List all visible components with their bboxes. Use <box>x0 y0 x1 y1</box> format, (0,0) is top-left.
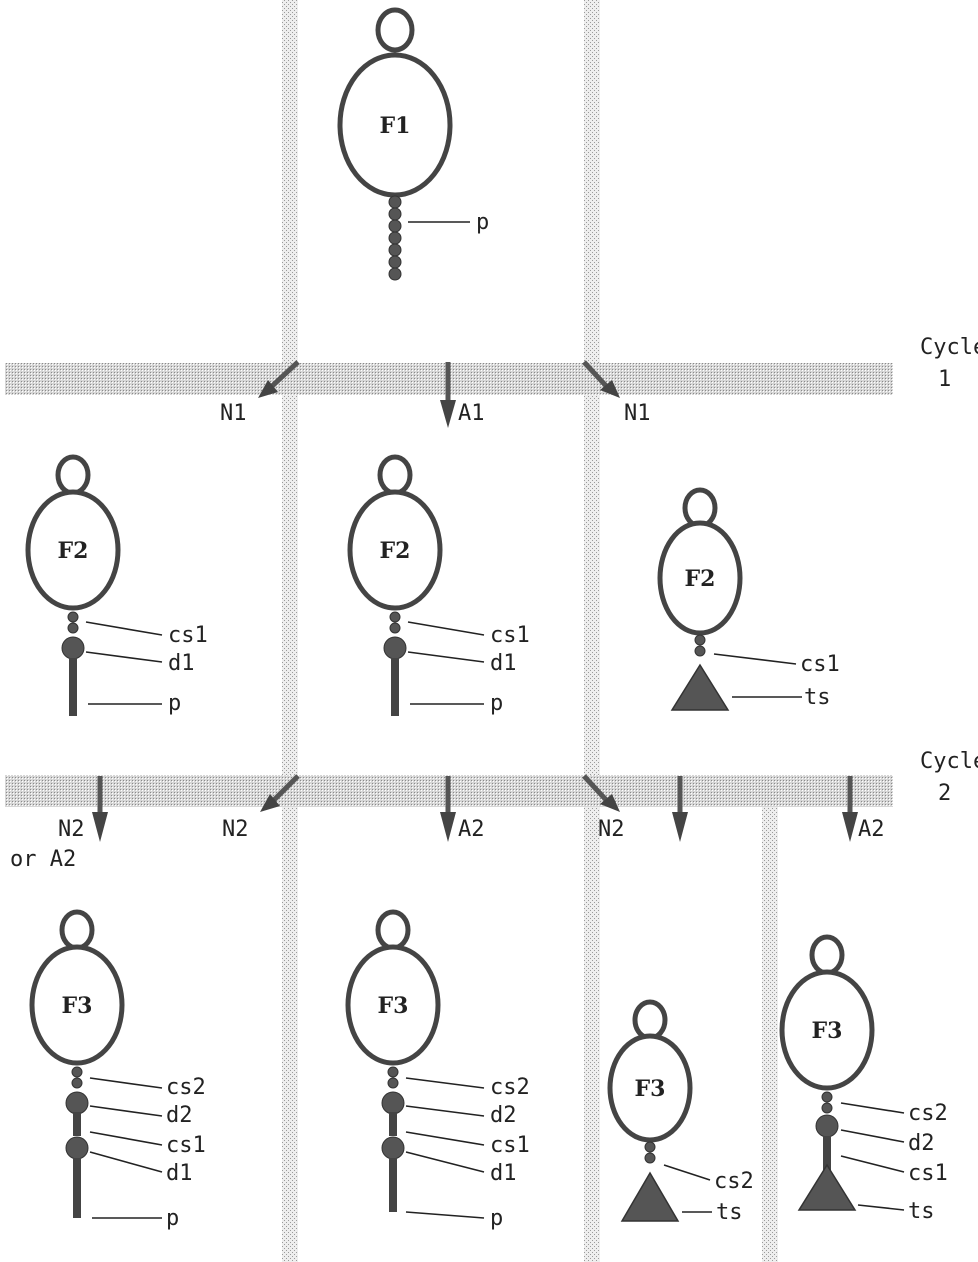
arrow-label-n1-left: N1 <box>220 401 247 426</box>
figure-f3-right-inner: F3 cs2 ts <box>607 999 754 1225</box>
f2-right-label-cs1: cs1 <box>800 652 840 677</box>
f3-left-label-cs2: cs2 <box>166 1075 206 1100</box>
f2-middle-label-d1: d1 <box>490 651 517 676</box>
f2-middle-label-cs1: cs1 <box>490 623 530 648</box>
figure-f2-left: F2 cs1 d1 p <box>25 454 208 716</box>
f1-bead-chain <box>388 195 402 281</box>
f2-left-name: F2 <box>58 538 89 564</box>
f3-left-label-cs1: cs1 <box>166 1133 206 1158</box>
figure-f3-middle: F3 cs2 d2 cs1 d1 p <box>345 909 530 1231</box>
figure-f3-far-right: F3 cs2 d2 cs1 ts <box>779 934 948 1224</box>
arrow-label-or-a2: or A2 <box>10 847 76 872</box>
f3-right-inner-name: F3 <box>635 1076 666 1102</box>
f3-right-inner-label-ts: ts <box>716 1200 743 1225</box>
figure-f2-right: F2 cs1 ts <box>657 487 840 711</box>
f3-middle-label-cs1: cs1 <box>490 1133 530 1158</box>
f3-left-name: F3 <box>62 993 93 1019</box>
f3-middle-label-d2: d2 <box>490 1103 517 1128</box>
f2-left-label-p: p <box>168 691 181 716</box>
cycle-2-label-number: 2 <box>938 781 951 806</box>
f1-top-loop <box>375 7 415 53</box>
arrows-cycle-2: N2 or A2 N2 A2 N2 A2 <box>10 774 885 872</box>
f2-middle-name: F2 <box>380 538 411 564</box>
divider-vertical-far-right <box>762 782 778 1262</box>
f3-far-right-label-cs2: cs2 <box>908 1101 948 1126</box>
figure-f3-left: F3 cs2 d2 cs1 d1 p <box>29 909 206 1231</box>
f3-left-label-d2: d2 <box>166 1103 193 1128</box>
f3-far-right-label-ts: ts <box>908 1199 935 1224</box>
f3-far-right-label-d2: d2 <box>908 1131 935 1156</box>
f3-middle-name: F3 <box>378 993 409 1019</box>
arrow-label-n2-left: N2 <box>222 817 249 842</box>
divider-vertical-left <box>282 0 298 1262</box>
f2-middle-label-p: p <box>490 691 503 716</box>
f3-left-label-d1: d1 <box>166 1161 193 1186</box>
arrow-label-n1-right: N1 <box>624 401 651 426</box>
cycle-1-label-word: Cycle <box>920 335 978 360</box>
arrow-label-a2-middle: A2 <box>458 817 485 842</box>
f3-middle-label-d1: d1 <box>490 1161 517 1186</box>
divider-vertical-right <box>584 0 600 1262</box>
f3-far-right-name: F3 <box>812 1018 843 1044</box>
arrow-label-a1: A1 <box>458 401 485 426</box>
f2-left-label-cs1: cs1 <box>168 623 208 648</box>
arrow-label-n2-right: N2 <box>598 817 625 842</box>
f2-right-label-ts: ts <box>804 685 831 710</box>
f3-far-right-label-cs1: cs1 <box>908 1161 948 1186</box>
figure-f1: F1 p <box>337 7 489 281</box>
f1-label-p: p <box>476 210 489 235</box>
arrow-label-n2-far-left: N2 <box>58 817 85 842</box>
arrows-cycle-1: N1 A1 N1 <box>220 360 651 428</box>
cycle-2-label-word: Cycle <box>920 749 978 774</box>
f3-middle-label-p: p <box>490 1206 503 1231</box>
f1-name: F1 <box>380 113 411 139</box>
f2-left-label-d1: d1 <box>168 651 195 676</box>
figure-f2-middle: F2 cs1 d1 p <box>347 454 530 716</box>
f3-right-inner-label-cs2: cs2 <box>714 1169 754 1194</box>
f3-middle-label-cs2: cs2 <box>490 1075 530 1100</box>
cycle-1-label-number: 1 <box>938 367 951 392</box>
f2-right-name: F2 <box>685 566 716 592</box>
f3-left-label-p: p <box>166 1206 179 1231</box>
arrow-label-a2-right: A2 <box>858 817 885 842</box>
f1-oval <box>337 52 453 198</box>
